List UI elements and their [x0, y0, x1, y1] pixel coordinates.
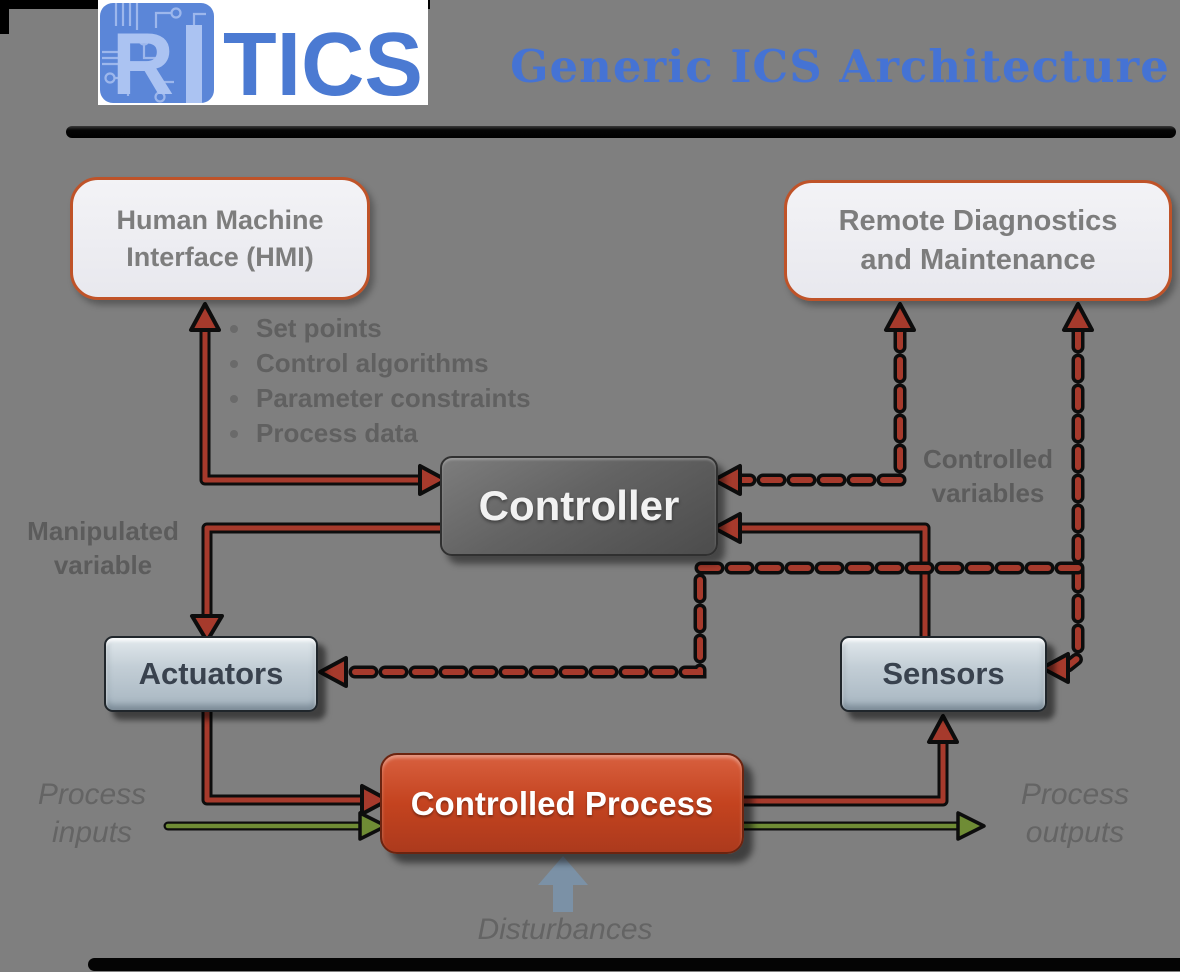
arrow-process-inputs — [163, 811, 388, 841]
arrowhead-into-sensors — [927, 714, 959, 744]
bullet-icon — [230, 359, 238, 368]
hmi-box: Human Machine Interface (HMI) — [70, 177, 370, 300]
arrowhead-into-actuators — [190, 614, 224, 643]
remote-diagnostics-box: Remote Diagnostics and Maintenance — [784, 180, 1172, 301]
arrow-actuators-process — [201, 706, 390, 816]
arrowhead-process-inputs — [358, 811, 388, 841]
remote-label-line2: and Maintenance — [860, 243, 1096, 276]
arrow-controller-actuators — [190, 522, 442, 643]
actuators-label: Actuators — [138, 656, 284, 691]
bullet-text: Control algorithms — [256, 348, 489, 378]
arrowhead-into-controller-right — [712, 512, 742, 544]
process-inputs-label: Process inputs — [37, 778, 147, 849]
arrow-hmi-controller — [189, 302, 448, 496]
logo-letter-i — [186, 25, 202, 103]
arrowhead-into-controller-dashed — [712, 464, 742, 496]
arrowhead-into-controller — [418, 464, 448, 496]
arrowhead-into-actuators-right — [318, 656, 348, 688]
controlled-process-box: Controlled Process — [380, 753, 744, 854]
logo-letters-tics: TICS — [223, 15, 423, 105]
ritics-logo: R TICS — [98, 0, 428, 115]
arrowhead-into-sensors-right — [1040, 652, 1070, 684]
remote-label-line1: Remote Diagnostics — [838, 204, 1118, 237]
arrow-remote-controller-dashed — [712, 302, 916, 496]
process-outputs-label: Process outputs — [1020, 778, 1130, 849]
arrow-process-sensors — [742, 714, 959, 807]
arrow-sensors-controller — [712, 512, 931, 638]
arrow-process-outputs — [739, 811, 986, 841]
arrow-remote-sensors-dashed — [1040, 302, 1094, 684]
arrowhead-into-remote-left — [884, 302, 916, 332]
header-divider-rule — [66, 126, 1176, 138]
logo-letter-r: R — [112, 14, 174, 105]
logo-circuit-traces — [102, 3, 206, 103]
bullet-text: Set points — [256, 313, 382, 343]
list-item: Set points — [226, 311, 531, 346]
bullet-icon — [230, 394, 238, 403]
left-edge-border — [0, 0, 9, 34]
bullet-text: Process data — [256, 418, 418, 448]
actuators-box: Actuators — [104, 636, 318, 712]
hmi-controller-data-list: Set points Control algorithms Parameter … — [226, 311, 531, 451]
disturbances-arrow — [538, 856, 588, 912]
controller-box: Controller — [440, 456, 718, 556]
hmi-label-line2: Interface (HMI) — [126, 241, 314, 272]
controlled-variables-label: Controlled variables — [923, 444, 1053, 508]
disturbances-label: Disturbances — [477, 913, 653, 946]
bullet-text: Parameter constraints — [256, 383, 531, 413]
list-item: Control algorithms — [226, 346, 531, 381]
controlled-process-label: Controlled Process — [410, 784, 714, 822]
sensors-label: Sensors — [882, 656, 1005, 691]
bullet-icon — [230, 429, 238, 438]
bullet-icon — [230, 324, 238, 333]
arrowhead-into-hmi — [189, 302, 221, 332]
ritics-logo-graphic: R TICS — [98, 0, 428, 115]
list-item: Parameter constraints — [226, 381, 531, 416]
arrow-remote-actuators-dashed — [318, 561, 1085, 688]
arrowhead-into-process — [360, 784, 390, 816]
page-title: Generic ICS Architecture — [510, 40, 1170, 93]
hmi-label-line1: Human Machine — [116, 204, 324, 235]
footer-divider-rule — [88, 958, 1180, 971]
controller-label: Controller — [478, 482, 680, 529]
arrowhead-into-remote-right — [1062, 302, 1094, 332]
sensors-box: Sensors — [840, 636, 1047, 712]
list-item: Process data — [226, 416, 531, 451]
manipulated-variable-label: Manipulated variable — [27, 516, 179, 580]
arrowhead-process-outputs — [956, 811, 986, 841]
